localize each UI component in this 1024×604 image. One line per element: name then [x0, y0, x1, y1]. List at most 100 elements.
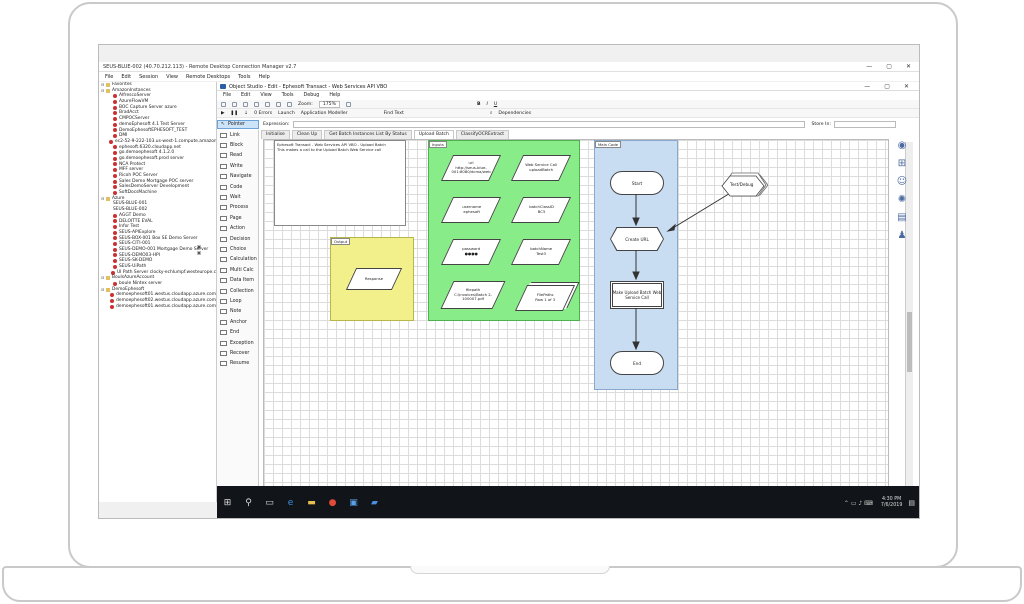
pause-icon[interactable]: ❚❚	[230, 110, 239, 116]
italic-button[interactable]: I	[486, 101, 488, 107]
clock[interactable]: 4:30 PM 7/6/2019	[881, 497, 903, 509]
chrome-icon[interactable]: ●	[328, 498, 337, 508]
tree-item[interactable]: SalesDemoServer Development	[99, 184, 216, 190]
menu-edit[interactable]: Edit	[121, 73, 132, 80]
dependencies-button[interactable]: Dependencies	[498, 110, 532, 116]
studio-close-button[interactable]: ✕	[903, 83, 909, 90]
tree-item[interactable]: AGGT Demo	[99, 213, 216, 219]
tree-item[interactable]: DELOITTE EVAL	[99, 219, 216, 225]
palette-item-collection[interactable]: Collection	[217, 286, 258, 296]
menu-tools[interactable]: Tools	[238, 73, 251, 80]
tree-item[interactable]: Sales Demo Mortgage POC server	[99, 179, 216, 185]
palette-item-calculation[interactable]: Calculation	[217, 255, 258, 265]
tree-toggle-icon[interactable]: ⊟	[101, 275, 105, 281]
palette-item-wait[interactable]: Wait	[217, 192, 258, 202]
tree-item[interactable]: BradAcct	[99, 110, 216, 116]
errors-button[interactable]: 0 Errors	[254, 110, 273, 116]
tab-get-batch-instances[interactable]: Get Batch Instances List By Status	[324, 130, 412, 139]
tree-item[interactable]: ec2-52-9-222-103.us-west-1.compute.amazo…	[99, 139, 216, 145]
paste-icon[interactable]	[265, 101, 270, 107]
tree-item[interactable]: demoephesoft01.westus.cloudapp.azure.com	[99, 292, 216, 298]
find-text-button[interactable]: Find Text	[383, 110, 404, 116]
eye-icon[interactable]: ◉	[897, 140, 907, 151]
tree-item[interactable]: demoephesoft02.westus.cloudapp.azure.com	[99, 298, 216, 304]
palette-item-action[interactable]: Action	[217, 224, 258, 234]
palette-item-read[interactable]: Read	[217, 151, 258, 161]
tree-toggle-icon[interactable]: ⊟	[101, 87, 105, 93]
palette-item-page[interactable]: Page	[217, 213, 258, 223]
upload-call-stage[interactable]: Make Upload Batch Web Service Call	[610, 281, 664, 309]
save-icon[interactable]	[221, 101, 226, 107]
tree-item[interactable]: ephesoft.6320.cloudapp.net	[99, 145, 216, 151]
tab-classify-ocr-extract[interactable]: ClassifyOCRExtract	[455, 130, 510, 139]
minimize-button[interactable]: —	[866, 63, 873, 70]
store-in-input[interactable]	[833, 120, 896, 128]
idea-icon[interactable]: ✺	[897, 194, 907, 205]
launch-button[interactable]: Launch	[278, 110, 295, 116]
store-icon[interactable]: ▣	[349, 498, 358, 508]
file-explorer-icon[interactable]: ▬	[307, 498, 316, 508]
tree-item[interactable]: CMPOCServer	[99, 116, 216, 122]
tab-initialise[interactable]: Initialise	[261, 130, 290, 139]
test-debug-stage[interactable]: Test/Debug	[720, 172, 769, 198]
tree-item[interactable]: ⊟BoulsAzureAccount	[99, 275, 216, 281]
tree-item[interactable]: NCA Protect	[99, 162, 216, 168]
notifications-icon[interactable]: ▤	[908, 499, 915, 507]
run-icon[interactable]: ▶	[221, 110, 225, 116]
tree-item[interactable]: go.demoephesoft.prod server	[99, 156, 216, 162]
tree-item[interactable]: ⊟AmazonInstances	[99, 88, 216, 94]
palette-item-code[interactable]: Code	[217, 182, 258, 192]
tree-toggle-icon[interactable]: ⊟	[101, 286, 105, 292]
edge-icon[interactable]: e	[287, 498, 294, 508]
application-modeller-button[interactable]: Application Modeller	[300, 110, 348, 116]
tree-item[interactable]: SoftDocsMachine	[99, 190, 216, 196]
tree-item[interactable]: SEUS-UiPath	[99, 264, 216, 270]
tree-item[interactable]: Ricoh POC Server	[99, 173, 216, 179]
tab-upload-batch[interactable]: Upload Batch	[413, 130, 454, 139]
process-canvas[interactable]: Ephesoft Transact - Web Services API VBO…	[263, 139, 889, 499]
studio-menu-view[interactable]: View	[260, 92, 272, 98]
tree-item[interactable]: go.demoephesoft 4.1.2.0	[99, 150, 216, 156]
palette-item-anchor[interactable]: Anchor	[217, 317, 258, 327]
document-icon[interactable]: ▤	[897, 212, 907, 223]
zoom-icon[interactable]	[345, 101, 351, 107]
bold-button[interactable]: B	[476, 101, 481, 107]
studio-menu-debug[interactable]: Debug	[303, 92, 320, 98]
tree-item[interactable]: SEUS-APIExplore	[99, 230, 216, 236]
description-note[interactable]: Ephesoft Transact - Web Services API VBO…	[274, 140, 406, 226]
menu-help[interactable]: Help	[258, 73, 270, 80]
hierarchy-icon[interactable]: ⊞	[897, 158, 907, 169]
palette-item-exception[interactable]: Exception	[217, 338, 258, 348]
expression-input[interactable]	[293, 120, 806, 128]
vertical-scroll-thumb[interactable]	[907, 312, 912, 372]
studio-maximize-button[interactable]: ▢	[884, 83, 890, 90]
tree-toggle-icon[interactable]: ⊟	[101, 195, 105, 201]
palette-item-end[interactable]: End	[217, 327, 258, 337]
palette-item-data-item[interactable]: Data Item	[217, 275, 258, 285]
tree-item[interactable]: ⊟Favorites	[99, 82, 216, 88]
zoom-select[interactable]: 175%	[318, 100, 340, 108]
palette-item-link[interactable]: Link	[217, 130, 258, 140]
tree-item[interactable]: DemoEphesoftEPHESOFT_TEST	[99, 128, 216, 134]
maximize-button[interactable]: ▢	[886, 63, 892, 70]
windows-start-icon[interactable]: ⊞	[223, 498, 232, 508]
studio-menu-file[interactable]: File	[223, 92, 232, 98]
tree-item[interactable]: demoephesoft01.westus.cloudapp.azure.com	[99, 304, 216, 310]
tree-item[interactable]: MFF server	[99, 167, 216, 173]
tree-item[interactable]: SEUS-CITI-001	[99, 241, 216, 247]
studio-minimize-button[interactable]: —	[864, 83, 871, 90]
pointer-tool[interactable]: ↖ Pointer	[217, 119, 259, 129]
menu-session[interactable]: Session	[139, 73, 159, 80]
tree-item[interactable]: BOC Capture Server azure	[99, 105, 216, 111]
undo-icon[interactable]	[276, 101, 281, 107]
studio-menu-edit[interactable]: Edit	[241, 92, 251, 98]
start-stage[interactable]: Start	[610, 171, 664, 195]
copy-icon[interactable]	[254, 101, 259, 107]
task-view-icon[interactable]: ▭	[265, 498, 274, 508]
step-icon[interactable]: ↓	[244, 110, 249, 116]
studio-menu-help[interactable]: Help	[329, 92, 341, 98]
tree-item[interactable]: AzureFlowVM	[99, 99, 216, 105]
print-icon[interactable]	[232, 101, 237, 107]
tree-item[interactable]: DMI	[99, 133, 216, 139]
